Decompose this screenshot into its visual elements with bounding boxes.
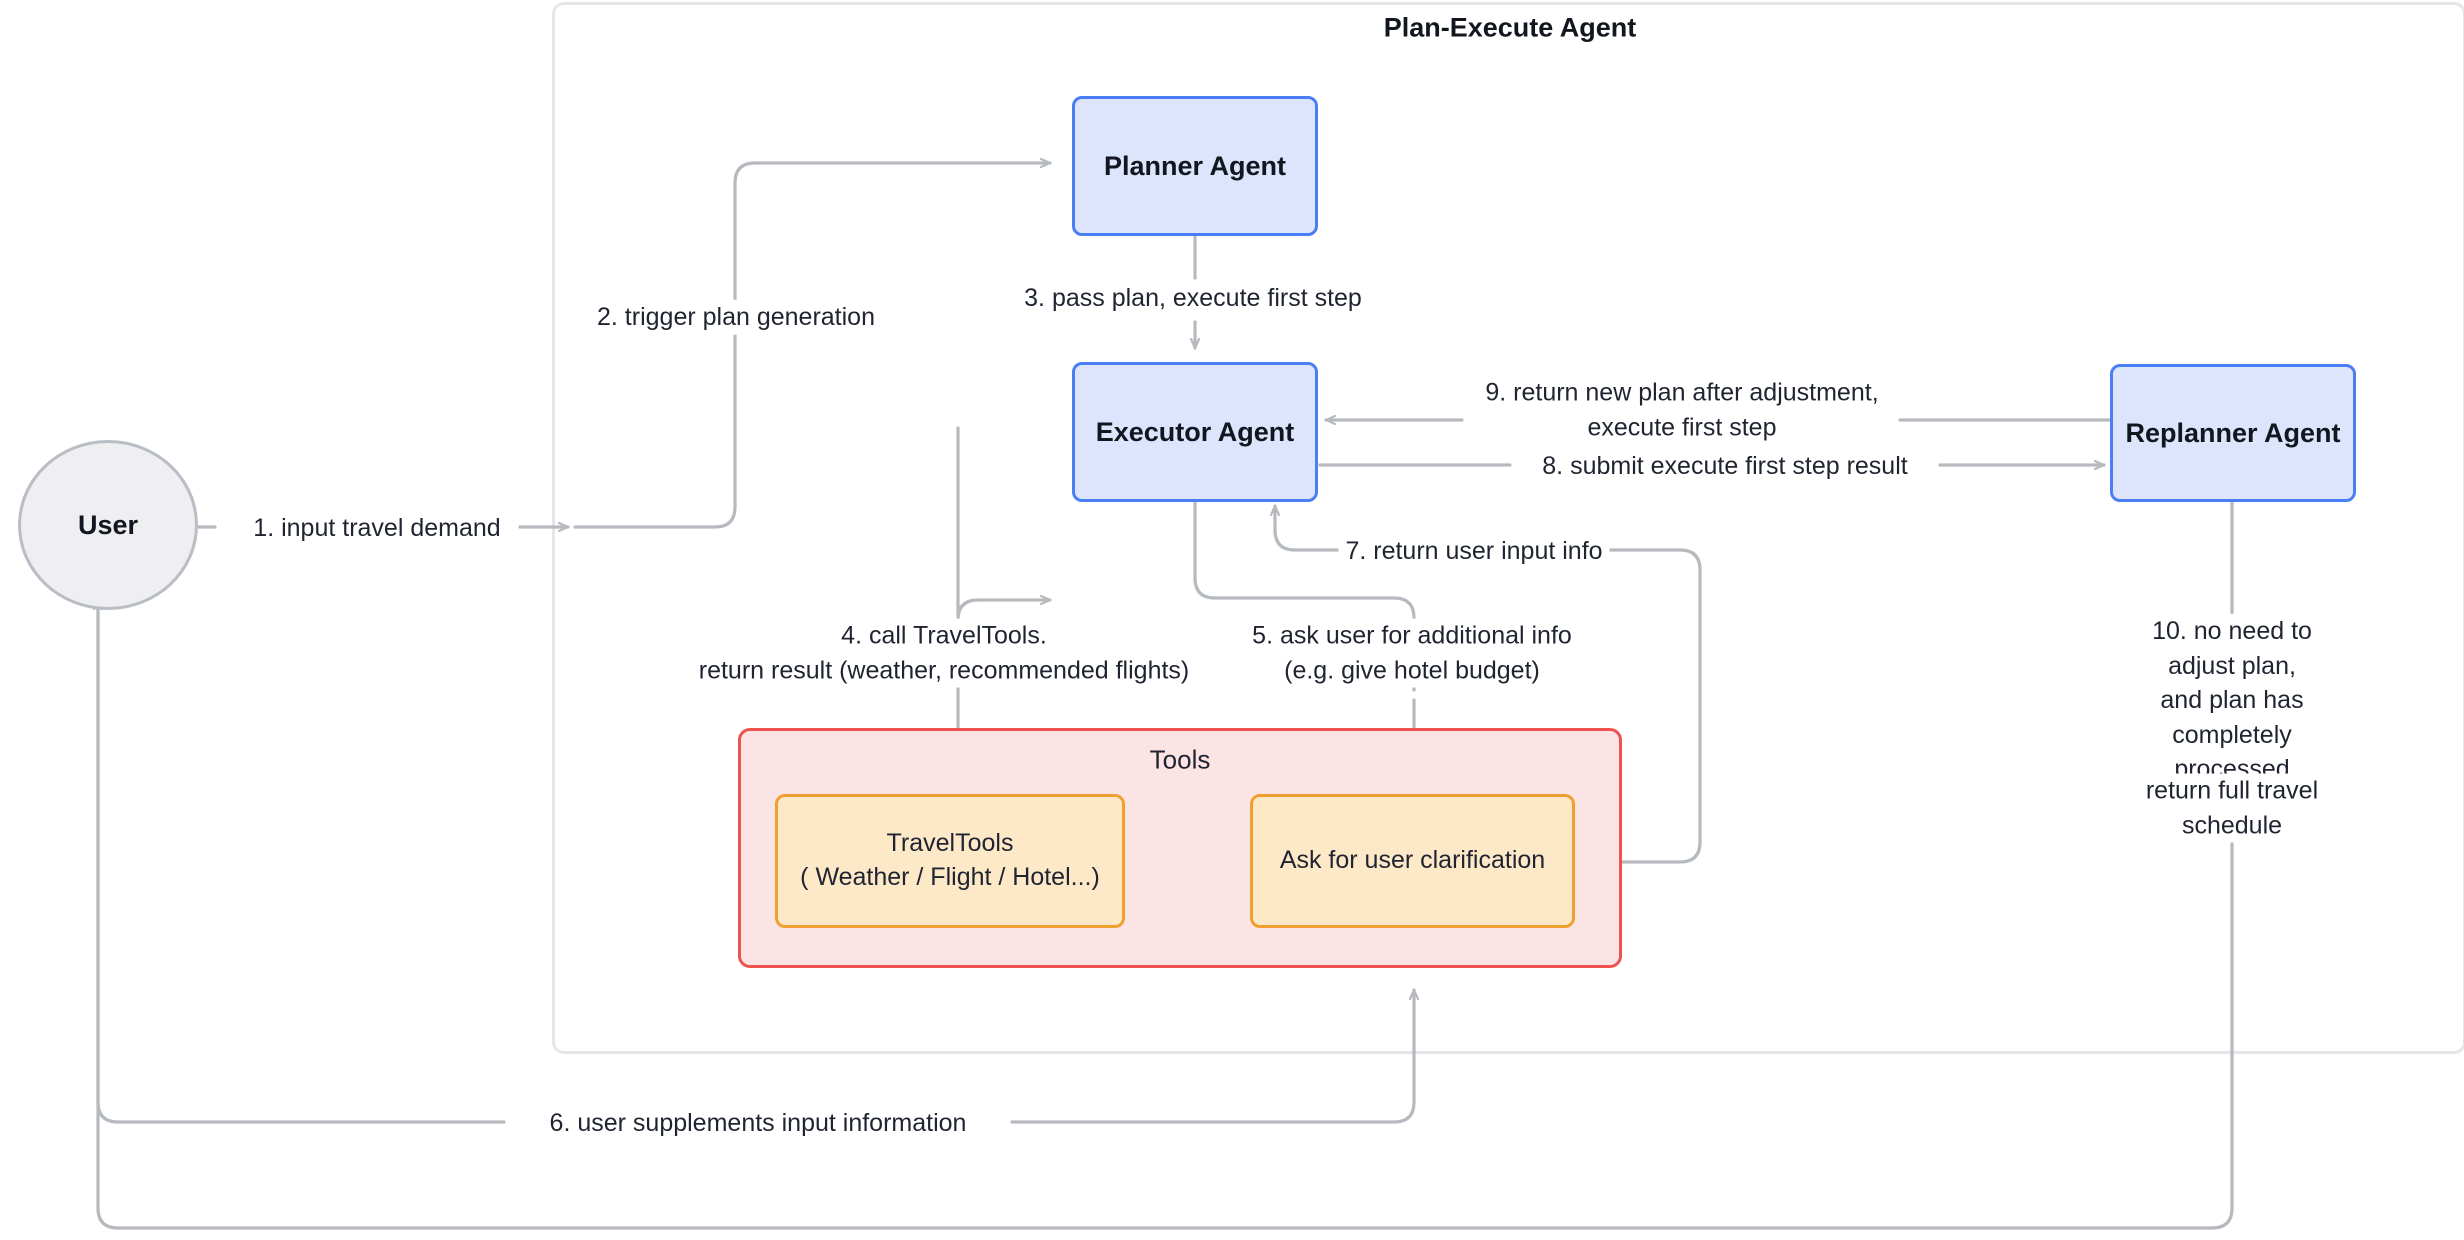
edge-label-10: 10. no need to adjust plan, and plan has… — [2116, 613, 2348, 787]
edge-label-2: 2. trigger plan generation — [590, 299, 882, 335]
edge-label-1: 1. input travel demand — [246, 510, 508, 546]
edge-label-4: 4. call TravelTools. return result (weat… — [691, 618, 1197, 688]
node-user-label: User — [77, 509, 139, 540]
node-planner-agent-label: Planner Agent — [1103, 150, 1287, 181]
edge-label-8: 8. submit execute first step result — [1535, 448, 1915, 484]
edge-label-5: 5. ask user for additional info (e.g. gi… — [1245, 618, 1579, 688]
node-replanner-agent-label: Replanner Agent — [2125, 417, 2341, 448]
node-executor-agent-label: Executor Agent — [1095, 416, 1295, 447]
node-travel-tools-title: TravelTools — [886, 829, 1014, 858]
node-travel-tools-subtitle: ( Weather / Flight / Hotel...) — [800, 863, 1100, 891]
node-executor-agent[interactable]: Executor Agent — [1072, 362, 1318, 502]
node-planner-agent[interactable]: Planner Agent — [1072, 96, 1318, 236]
edge-label-3: 3. pass plan, execute first step — [1017, 280, 1369, 316]
tools-group-label: Tools — [1149, 744, 1211, 775]
edge-label-6: 6. user supplements input information — [542, 1105, 974, 1141]
edge-label-11: return full travel schedule — [2116, 773, 2348, 843]
node-ask-user-clarification-label: Ask for user clarification — [1279, 846, 1546, 875]
node-replanner-agent[interactable]: Replanner Agent — [2110, 364, 2356, 502]
node-ask-user-clarification[interactable]: Ask for user clarification — [1250, 794, 1575, 928]
edge-label-7: 7. return user input info — [1338, 533, 1610, 569]
edge-label-9: 9. return new plan after adjustment, exe… — [1478, 375, 1886, 445]
node-travel-tools[interactable]: TravelTools ( Weather / Flight / Hotel..… — [775, 794, 1125, 928]
plan-execute-agent-title: Plan-Execute Agent — [1383, 12, 1637, 43]
node-user[interactable]: User — [18, 440, 198, 610]
